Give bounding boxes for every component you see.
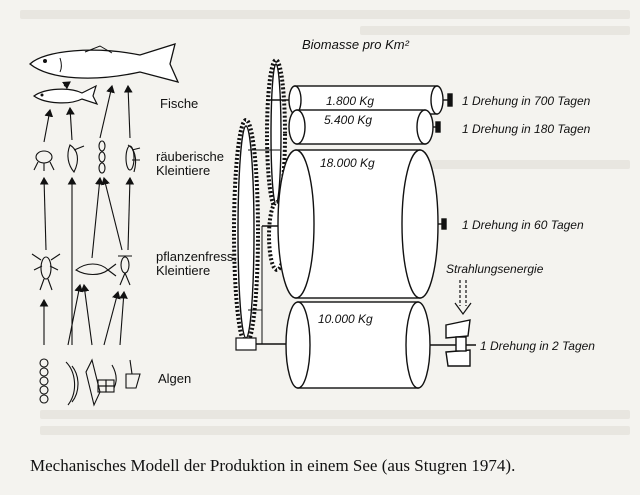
drum-rotation-4: 1 Drehung in 2 Tagen xyxy=(480,339,595,353)
level-label-algae: Algen xyxy=(158,371,192,386)
drum-mass-3: 18.000 Kg xyxy=(320,156,375,170)
drum-mass-4: 10.000 Kg xyxy=(318,312,373,326)
drum-rotation-2: 1 Drehung in 180 Tagen xyxy=(462,122,591,136)
predator-plankton-icons xyxy=(33,140,141,174)
food-web-arrows xyxy=(39,81,135,346)
drum-mass-2: 5.400 Kg xyxy=(324,113,373,127)
herbivore-plankton-icons xyxy=(31,253,132,291)
level-label-herbivores: pflanzenfress. Kleintiere xyxy=(156,249,237,278)
figure-caption: Mechanisches Modell der Produktion in ei… xyxy=(30,456,516,475)
background-text-band xyxy=(20,10,630,19)
drum-mass-1: 1.800 Kg xyxy=(326,94,375,108)
radiation-arrow-icon xyxy=(454,280,472,316)
fish-small-icon xyxy=(32,84,99,106)
diagram-title: Biomasse pro Km² xyxy=(302,37,409,52)
energy-label: Strahlungsenergie xyxy=(446,262,544,276)
drum-rotation-1: 1 Drehung in 700 Tagen xyxy=(462,94,591,108)
drum-rotation-3: 1 Drehung in 60 Tagen xyxy=(462,218,584,232)
background-text-band xyxy=(360,160,630,169)
background-text-band xyxy=(40,410,630,419)
fish-large-icon xyxy=(29,43,180,83)
level-label-predators: räuberische Kleintiere xyxy=(156,149,224,178)
algae-icons xyxy=(39,358,141,407)
mechanical-model xyxy=(232,58,476,389)
background-text-band xyxy=(360,26,630,35)
background-text-band xyxy=(40,426,630,435)
level-label-fish: Fische xyxy=(160,96,199,111)
